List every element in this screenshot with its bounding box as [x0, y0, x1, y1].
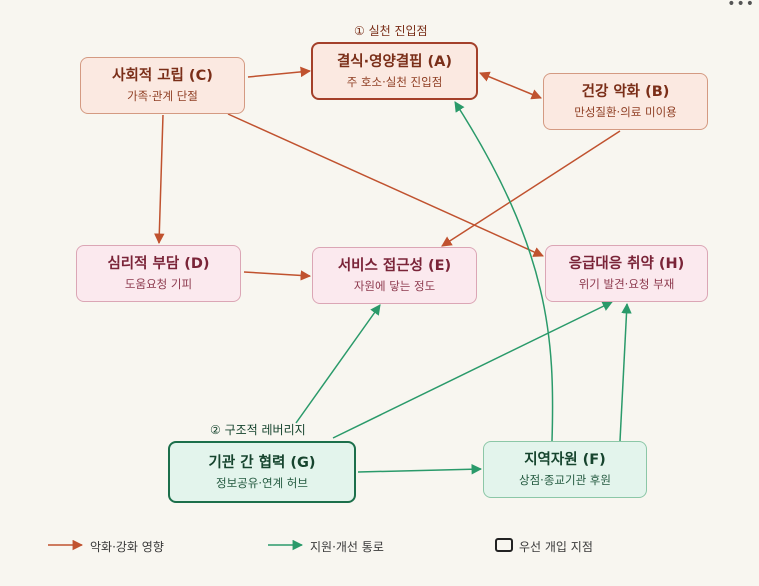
- edge-d-e: [243, 270, 312, 281]
- node-g[interactable]: 기관 간 협력 (G) 정보공유·연계 허브: [168, 441, 356, 503]
- node-d-subtitle: 도움요청 기피: [124, 277, 193, 291]
- legend-green-label: 지원·개선 통로: [310, 540, 384, 554]
- node-h[interactable]: 응급대응 취약 (H) 위기 발견·요청 부재: [545, 245, 708, 302]
- edge-g-h: [332, 301, 613, 439]
- node-e-title: 서비스 접근성 (E): [337, 258, 452, 274]
- edge-c-d: [154, 114, 165, 245]
- entry-point-annotation: ① 실천 진입점: [354, 24, 428, 38]
- node-e-subtitle: 자원에 닿는 정도: [353, 279, 436, 293]
- edge-g-f: [357, 463, 483, 475]
- more-horizontal-icon[interactable]: •••: [727, 0, 755, 12]
- leverage-annotation: ② 구조적 레버리지: [210, 423, 306, 437]
- node-b-subtitle: 만성질환·의료 미이용: [574, 105, 677, 119]
- node-b-title: 건강 악화 (B): [581, 84, 670, 100]
- node-f-subtitle: 상점·종교기관 후원: [519, 473, 611, 487]
- node-f[interactable]: 지역자원 (F) 상점·종교기관 후원: [483, 441, 647, 498]
- node-a-subtitle: 주 호소·실천 진입점: [346, 74, 443, 89]
- node-a-title: 결식·영양결핍 (A): [336, 53, 453, 70]
- edge-f-h: [619, 302, 632, 442]
- legend-warm-label: 악화·강화 영향: [90, 540, 164, 554]
- node-f-title: 지역자원 (F): [524, 452, 606, 468]
- edge-g-e: [295, 304, 381, 424]
- node-a[interactable]: 결식·영양결핍 (A) 주 호소·실천 진입점: [311, 42, 478, 100]
- node-b[interactable]: 건강 악화 (B) 만성질환·의료 미이용: [543, 73, 708, 130]
- node-c[interactable]: 사회적 고립 (C) 가족·관계 단절: [80, 57, 245, 114]
- node-c-subtitle: 가족·관계 단절: [127, 89, 198, 103]
- node-h-subtitle: 위기 발견·요청 부재: [578, 277, 675, 291]
- edge-c-h: [227, 113, 544, 257]
- edge-f-a: [454, 101, 554, 442]
- node-d[interactable]: 심리적 부담 (D) 도움요청 기피: [76, 245, 241, 302]
- node-c-title: 사회적 고립 (C): [112, 68, 213, 84]
- edge-a-b: [479, 71, 542, 100]
- node-d-title: 심리적 부담 (D): [107, 256, 210, 272]
- legend-priority-label: 우선 개입 지점: [519, 540, 593, 554]
- edge-c-a: [247, 66, 312, 78]
- legend-priority-box: [495, 538, 513, 552]
- node-h-title: 응급대응 취약 (H): [568, 256, 685, 272]
- node-g-title: 기관 간 협력 (G): [208, 454, 316, 471]
- edge-b-e: [441, 130, 621, 247]
- node-e[interactable]: 서비스 접근성 (E) 자원에 닿는 정도: [312, 247, 477, 304]
- node-g-subtitle: 정보공유·연계 허브: [216, 475, 308, 490]
